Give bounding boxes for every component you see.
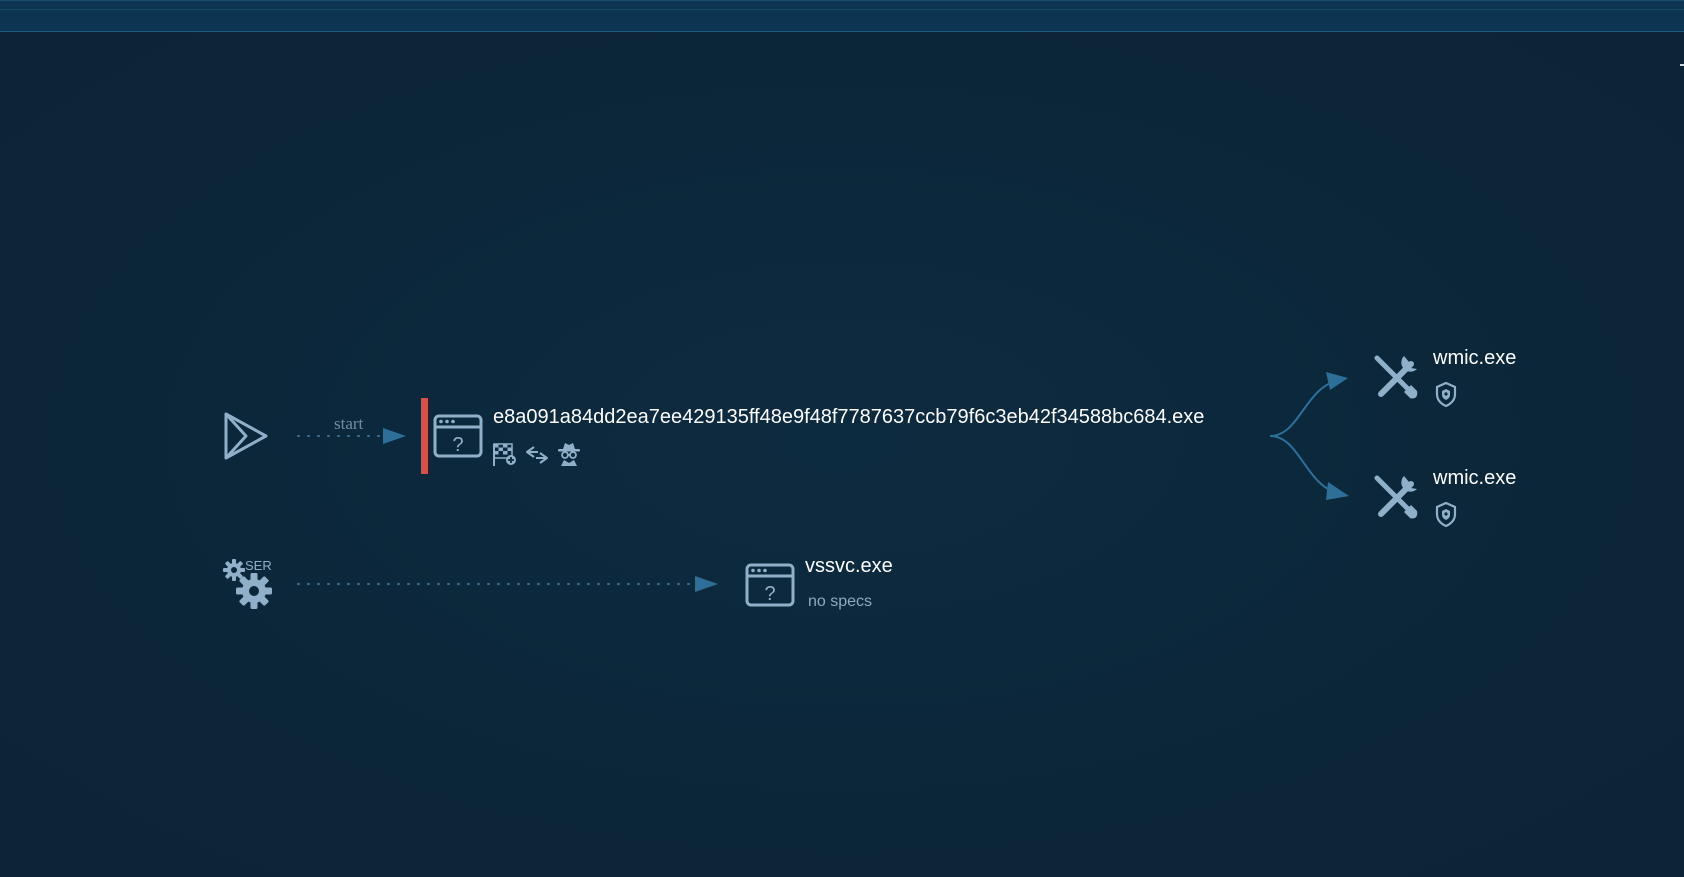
shield-icon[interactable] xyxy=(1433,501,1459,527)
child-edge-2-arrowhead xyxy=(1326,482,1349,500)
shield-icon[interactable] xyxy=(1433,381,1459,407)
service-label: SER xyxy=(245,558,272,573)
svg-text:?: ? xyxy=(764,583,775,605)
child-process-name[interactable]: wmic.exe xyxy=(1433,467,1517,489)
play-outline-icon[interactable] xyxy=(222,410,270,462)
tools-icon[interactable] xyxy=(1371,472,1421,522)
spy-icon[interactable] xyxy=(556,441,582,467)
service-process-name[interactable]: vssvc.exe xyxy=(805,555,893,577)
main-process-badges xyxy=(492,441,582,467)
scrollbar-tick xyxy=(1680,58,1684,72)
gears-icon[interactable] xyxy=(222,558,274,610)
child-process-name[interactable]: wmic.exe xyxy=(1433,347,1517,369)
top-toolbar xyxy=(0,0,1684,32)
start-edge-arrowhead xyxy=(383,428,406,444)
tools-icon[interactable] xyxy=(1371,352,1421,402)
svg-text:?: ? xyxy=(452,434,463,456)
child-edge-1-arrowhead xyxy=(1326,372,1348,390)
swap-arrows-icon[interactable] xyxy=(524,441,550,467)
severity-bar xyxy=(421,398,428,474)
main-process-name[interactable]: e8a091a84dd2ea7ee429135ff48e9f48f7787637… xyxy=(493,406,1205,428)
start-edge-label: start xyxy=(334,414,364,433)
service-edge-arrowhead xyxy=(695,576,718,592)
child-edge-1 xyxy=(1269,379,1341,437)
checkered-flag-icon[interactable] xyxy=(492,441,518,467)
service-process-specs: no specs xyxy=(808,593,873,610)
unknown-window-icon[interactable]: ? xyxy=(745,563,795,607)
unknown-window-icon[interactable]: ? xyxy=(433,414,483,458)
